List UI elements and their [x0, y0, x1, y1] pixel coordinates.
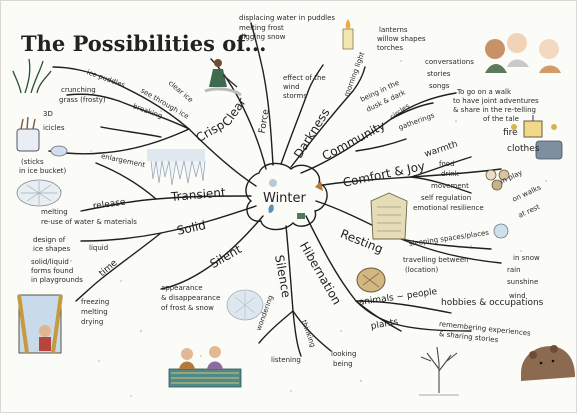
leaf-walk-3: & share in the re-telling [453, 106, 536, 114]
leaf-freezing: freezing [81, 298, 110, 306]
leaf-solid-liquid-1: solid/liquid [31, 258, 69, 266]
leaf-solid-liquid-3: in playgrounds [31, 276, 83, 284]
leaf-fire: fire [503, 128, 518, 138]
leaf-clothes: clothes [507, 144, 540, 154]
icicles-icon [147, 149, 206, 186]
leaf-melting: melting [41, 208, 68, 216]
leaf-sunshine: sunshine [507, 278, 539, 286]
ice-bucket-icon [16, 116, 68, 157]
leaf-displacing: displacing water in puddles [239, 14, 336, 22]
frozen-grass-icon [12, 58, 52, 94]
branch-liquid: liquid [89, 244, 109, 252]
leaf-hobbies: hobbies & occupations [441, 298, 544, 308]
leaf-being: being [333, 360, 353, 368]
leaf-movement: movement [431, 182, 469, 190]
leaf-travelling: travelling between [403, 256, 469, 264]
leaf-walk-2: to have joint adventures [453, 97, 539, 105]
leaf-frost-snow: of frost & snow [161, 304, 214, 312]
leaf-digging-snow: digging snow [239, 33, 286, 41]
leaf-walk-4: of the tale [483, 115, 519, 123]
bear-icon [521, 345, 575, 381]
leaf-icicles: icicles [43, 124, 65, 132]
leaf-looking: looking [331, 350, 357, 358]
children-faces-icon [485, 33, 561, 73]
person-shovelling-snow-icon [204, 59, 242, 97]
leaf-location: (location) [405, 266, 439, 274]
hub-label: Winter [263, 191, 306, 206]
leaf-drink: drink [441, 170, 459, 178]
ice-disc-icon [493, 223, 509, 239]
leaf-melting-2: melting [81, 308, 108, 316]
leaf-self-regulation: self regulation [421, 194, 472, 202]
bare-tree-icon [419, 346, 459, 396]
leaf-listening: listening [271, 356, 301, 364]
lantern-icon [511, 115, 563, 160]
leaf-torches: torches [377, 44, 403, 52]
leaf-lanterns: lanterns [379, 26, 408, 34]
leaf-crunching-2: grass (frosty) [59, 96, 106, 104]
leaf-storms: storms [283, 92, 307, 100]
candle-icon [342, 19, 354, 50]
leaf-ice-shapes: ice shapes [33, 245, 71, 253]
children-on-blanket-icon [168, 346, 242, 388]
hub-icons [268, 179, 323, 219]
leaf-crunching-1: crunching [61, 86, 96, 94]
leaf-sticks-2: in ice bucket) [19, 167, 67, 175]
leaf-in-snow: in snow [513, 254, 540, 262]
frost-disc-icon [226, 289, 264, 321]
leaf-food: food [439, 160, 455, 168]
leaf-disappearance: & disappearance [161, 294, 221, 302]
leaf-solid-liquid-2: forms found [31, 267, 74, 275]
leaf-songs: songs [429, 82, 450, 90]
leaf-wind-2: wind [509, 292, 526, 300]
leaf-resilience: emotional resilience [413, 204, 484, 212]
leaf-drying: drying [81, 318, 104, 326]
leaf-design: design of [33, 236, 66, 244]
leaf-stories: stories [427, 70, 451, 78]
seed-pod-icon [356, 267, 386, 293]
leaf-walk-1: To go on a walk [457, 88, 512, 96]
leaf-willow: willow shapes [377, 35, 426, 43]
ice-crystal-icon [16, 179, 62, 207]
page-title: The Possibilities of... [21, 31, 267, 56]
leaf-conversations: conversations [425, 58, 474, 66]
leaf-wind: wind [283, 83, 300, 91]
hub-cloud [245, 162, 328, 231]
leaf-rain: rain [507, 266, 521, 274]
leaf-melting-frost: melting frost [239, 24, 284, 32]
leaf-sticks-1: (sticks [21, 158, 44, 166]
leaf-reuse: re-use of water & materials [41, 218, 137, 226]
leaf-effect: effect of the [283, 74, 326, 82]
window-child-icon [17, 294, 63, 354]
coat-icon [370, 192, 408, 240]
cups-icon [485, 169, 510, 191]
leaf-3d: 3D [43, 110, 53, 118]
leaf-appearance: appearance [161, 284, 203, 292]
